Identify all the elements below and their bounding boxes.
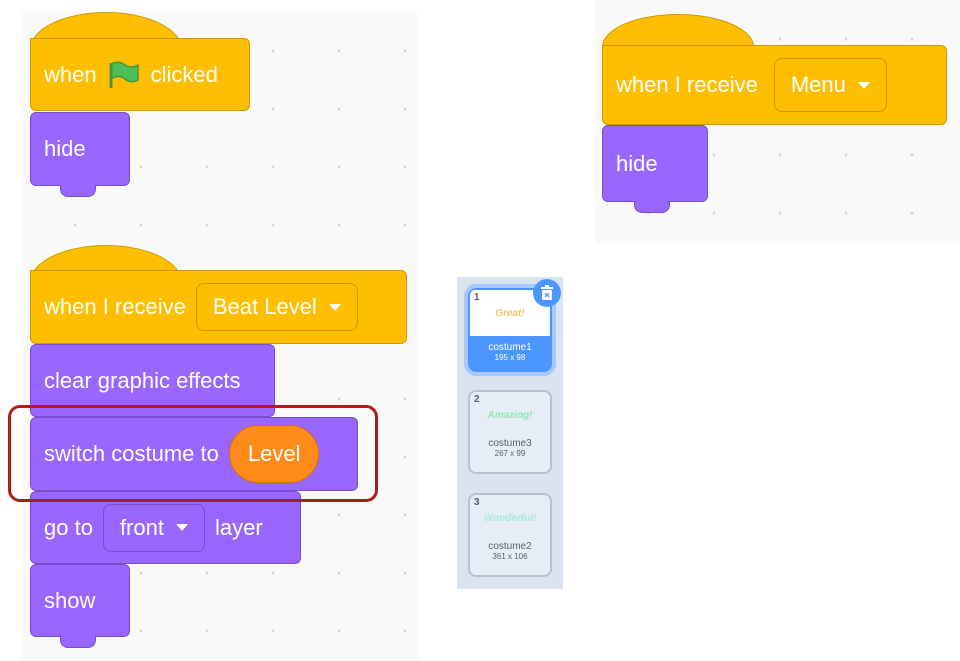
costume-item[interactable]: 2 Amazing! costume3 267 x 99 bbox=[468, 390, 552, 474]
hide-block[interactable]: hide bbox=[602, 125, 708, 202]
when-flag-clicked-block[interactable]: when clicked bbox=[30, 38, 250, 111]
caret-down-icon bbox=[857, 81, 870, 89]
block-text: when bbox=[44, 61, 97, 87]
go-to-layer-block[interactable]: go to front layer bbox=[30, 491, 301, 564]
block-text: layer bbox=[214, 514, 263, 540]
block-text: hide bbox=[44, 136, 86, 161]
highlight-box bbox=[8, 405, 378, 502]
block-notch bbox=[634, 201, 670, 213]
green-flag-icon bbox=[109, 61, 139, 88]
trash-icon bbox=[541, 285, 553, 300]
hide-block[interactable]: hide bbox=[30, 112, 130, 186]
switch-costume-block[interactable]: switch costume to Level bbox=[30, 417, 358, 491]
block-notch bbox=[60, 636, 96, 648]
costume-thumbnail: Amazing! bbox=[487, 409, 533, 421]
level-reporter[interactable]: Level bbox=[228, 425, 320, 483]
costume-size: 267 x 99 bbox=[494, 449, 526, 458]
block-text: when I receive bbox=[616, 72, 758, 97]
clear-graphic-effects-block[interactable]: clear graphic effects bbox=[30, 344, 275, 417]
dropdown-value: Beat Level bbox=[212, 294, 317, 319]
costume-thumbnail: Wonderful! bbox=[483, 512, 537, 524]
costume-number: 1 bbox=[474, 292, 480, 303]
costume-name: costume2 bbox=[488, 541, 532, 552]
dropdown-value: Menu bbox=[790, 72, 846, 97]
costume-number: 3 bbox=[474, 497, 480, 508]
message-dropdown[interactable]: Menu bbox=[773, 58, 887, 112]
delete-costume-button[interactable] bbox=[533, 279, 561, 307]
caret-down-icon bbox=[328, 303, 341, 311]
block-notch bbox=[60, 185, 96, 197]
costume-item[interactable]: Great! 1 costume1 195 x 98 bbox=[468, 288, 552, 372]
block-text: show bbox=[44, 587, 96, 613]
reporter-text: Level bbox=[247, 441, 301, 466]
costume-number: 2 bbox=[474, 394, 480, 405]
costume-name: costume3 bbox=[488, 438, 532, 449]
costume-name: costume1 bbox=[488, 342, 532, 353]
show-block[interactable]: show bbox=[30, 564, 130, 637]
message-dropdown[interactable]: Beat Level bbox=[195, 283, 358, 331]
costume-list: Great! 1 costume1 195 x 98 2 Amazing! co… bbox=[457, 277, 563, 589]
costume-size: 361 x 106 bbox=[492, 552, 528, 561]
costume-item[interactable]: 3 Wonderful! costume2 361 x 106 bbox=[468, 493, 552, 577]
when-i-receive-block[interactable]: when I receive Beat Level bbox=[30, 270, 407, 344]
layer-dropdown[interactable]: front bbox=[102, 503, 205, 552]
dropdown-value: front bbox=[119, 514, 164, 540]
block-text: clicked bbox=[150, 61, 218, 87]
block-text: clear graphic effects bbox=[44, 367, 241, 393]
caret-down-icon bbox=[175, 524, 188, 531]
block-text: when I receive bbox=[44, 294, 186, 319]
block-text: go to bbox=[44, 514, 93, 540]
block-text: switch costume to bbox=[44, 441, 219, 466]
costume-size: 195 x 98 bbox=[494, 353, 526, 362]
when-i-receive-block[interactable]: when I receive Menu bbox=[602, 45, 947, 125]
block-text: hide bbox=[616, 150, 658, 176]
